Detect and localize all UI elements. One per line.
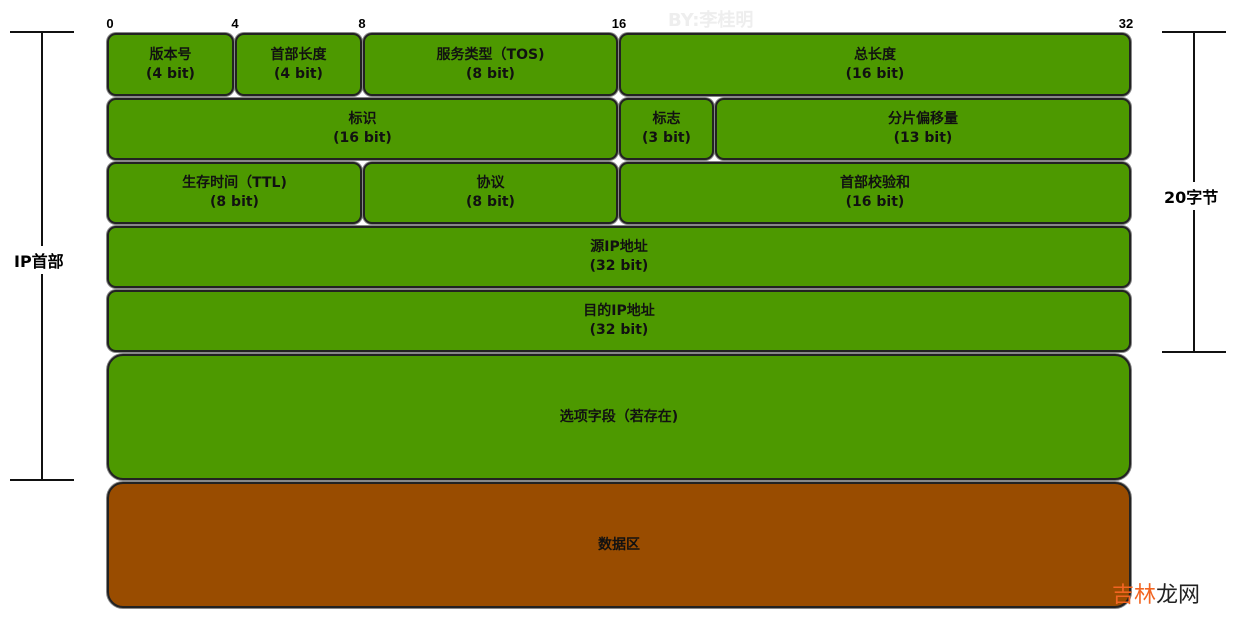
field-version: 版本号(4 bit) [107,33,234,96]
field-options: 选项字段（若存在) [107,354,1131,480]
tick-4: 4 [231,16,239,31]
field-checksum: 首部校验和(16 bit) [619,162,1131,224]
tick-16: 16 [611,16,627,31]
tick-0: 0 [106,16,114,31]
field-tos: 服务类型（TOS)(8 bit) [363,33,618,96]
field-fragment-offset: 分片偏移量(13 bit) [715,98,1131,160]
field-ttl: 生存时间（TTL)(8 bit) [107,162,362,224]
tick-32: 32 [1118,16,1134,31]
data-area: 数据区 [107,482,1131,608]
ip-header-label: IP首部 [14,246,64,274]
tick-8: 8 [358,16,366,31]
field-identification: 标识(16 bit) [107,98,618,160]
field-source-ip: 源IP地址(32 bit) [107,226,1131,288]
field-header-length: 首部长度(4 bit) [235,33,362,96]
field-destination-ip: 目的IP地址(32 bit) [107,290,1131,352]
site-logo: 吉林龙网 [1112,583,1201,608]
field-total-length: 总长度(16 bit) [619,33,1131,96]
field-protocol: 协议(8 bit) [363,162,618,224]
20-bytes-label: 20字节 [1164,182,1219,210]
watermark: BY:李桂明 [668,10,754,31]
field-flags: 标志(3 bit) [619,98,714,160]
